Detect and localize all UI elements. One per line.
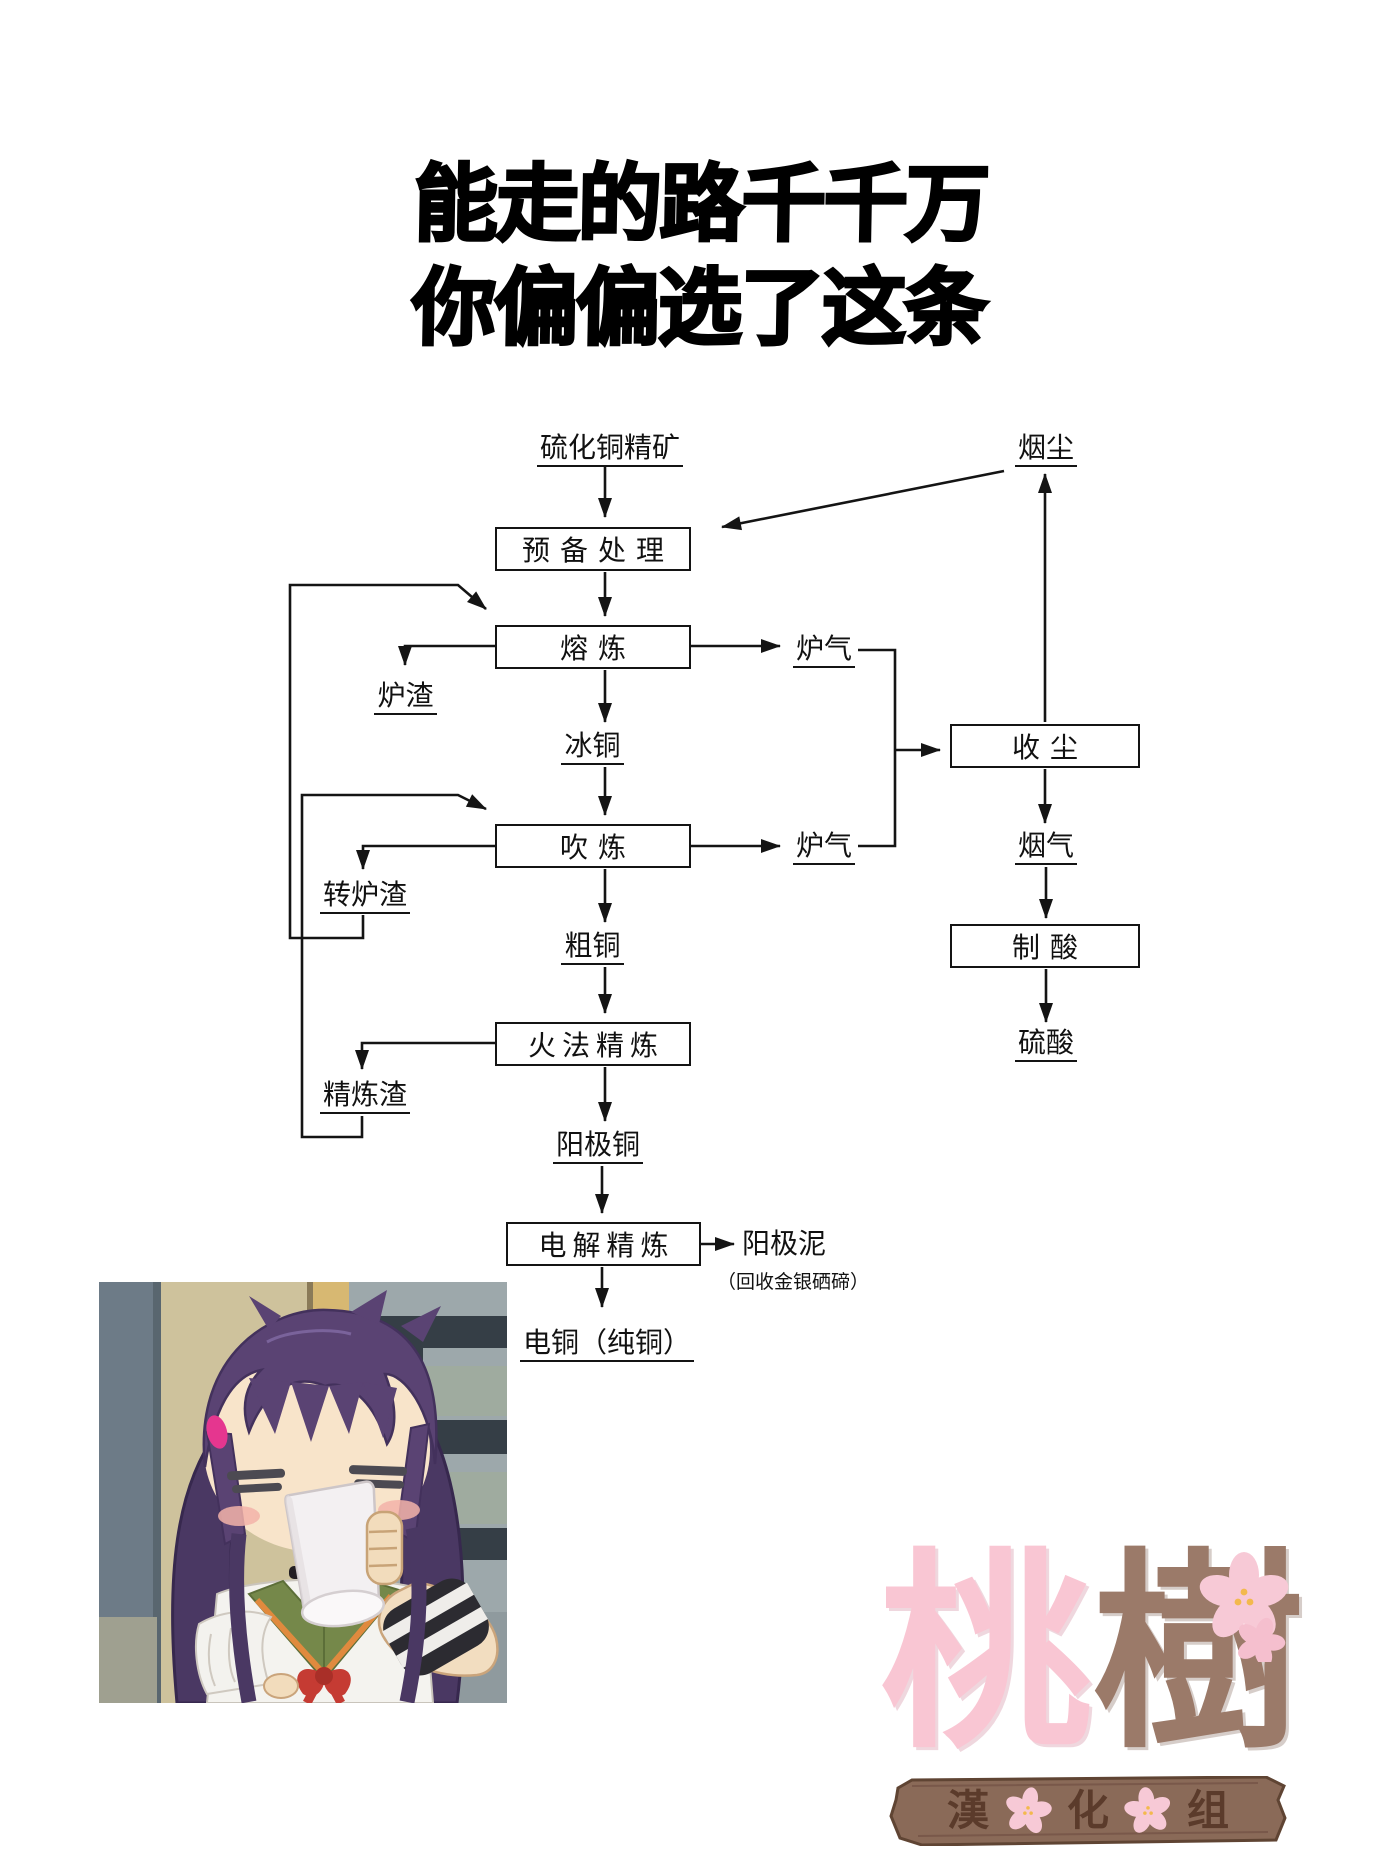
flow-label-anode-copper: 阳极铜 xyxy=(545,1130,651,1164)
fansub-banner: 漢 化 xyxy=(888,1776,1288,1846)
flow-label-anode-slime: 阳极泥 xyxy=(742,1227,827,1260)
flow-label-matte: 冰铜 xyxy=(555,731,630,765)
flow-label-cathode-copper: 电铜（纯铜） xyxy=(512,1328,702,1362)
flow-box-preparation: 预备处理 xyxy=(495,527,691,571)
flow-label-refining-slag: 精炼渣 xyxy=(312,1080,418,1114)
girl-front-strands xyxy=(229,1526,427,1703)
flow-box-converting-label: 吹炼 xyxy=(559,831,636,864)
girl-closed-eyes xyxy=(227,1465,407,1494)
sakura-flower-icon xyxy=(1124,1787,1171,1833)
flow-label-anode-slime-note: （回收金银硒碲） xyxy=(716,1271,869,1293)
flow-label-furnace-gas-2: 炉气 xyxy=(788,831,860,865)
flow-label-flue-gas: 烟气 xyxy=(1010,831,1082,865)
sakura-flower-icon xyxy=(1006,1787,1052,1834)
flow-label-slag: 炉渣 xyxy=(368,681,443,715)
flow-label-dust: 烟尘 xyxy=(1010,433,1082,467)
pink-hair-tie xyxy=(206,1415,228,1449)
banner-char-han: 漢 xyxy=(946,1786,989,1835)
flow-label-blister-copper: 粗铜 xyxy=(555,931,630,965)
banner-plank xyxy=(889,1776,1287,1846)
flow-box-fire-refining: 火法精炼 xyxy=(495,1022,691,1066)
flow-edges xyxy=(288,467,1053,1308)
flow-box-acid-plant: 制酸 xyxy=(950,924,1140,968)
flow-box-smelting-label: 熔炼 xyxy=(559,632,636,665)
flow-box-dust-collection: 收尘 xyxy=(950,724,1140,768)
girl-hand-on-cup xyxy=(365,1510,404,1586)
sakura-flower-icon xyxy=(1199,1552,1289,1662)
flow-box-electrolytic-refining-label: 电解精炼 xyxy=(538,1229,675,1262)
flow-label-feed: 硫化铜精矿 xyxy=(525,433,695,467)
flow-box-fire-refining-label: 火法精炼 xyxy=(527,1029,664,1062)
girl-blush xyxy=(218,1500,420,1526)
flow-label-sulfuric-acid: 硫酸 xyxy=(1010,1028,1082,1062)
flow-label-converter-slag: 转炉渣 xyxy=(312,880,418,914)
flow-box-smelting: 熔炼 xyxy=(495,625,691,669)
banner-char-zu: 组 xyxy=(1187,1786,1230,1835)
flow-box-dust-collection-label: 收尘 xyxy=(1011,731,1088,764)
flow-box-converting: 吹炼 xyxy=(495,824,691,868)
flow-box-preparation-label: 预备处理 xyxy=(521,534,674,567)
flow-label-furnace-gas-1: 炉气 xyxy=(788,634,860,668)
flow-box-acid-plant-label: 制酸 xyxy=(1011,931,1088,964)
flow-box-electrolytic-refining: 电解精炼 xyxy=(506,1222,701,1266)
logo-char-peach: 桃 xyxy=(880,1530,1092,1777)
banner-char-hua: 化 xyxy=(1066,1786,1109,1835)
anime-meme-image xyxy=(99,1282,507,1703)
white-cup xyxy=(284,1480,385,1628)
